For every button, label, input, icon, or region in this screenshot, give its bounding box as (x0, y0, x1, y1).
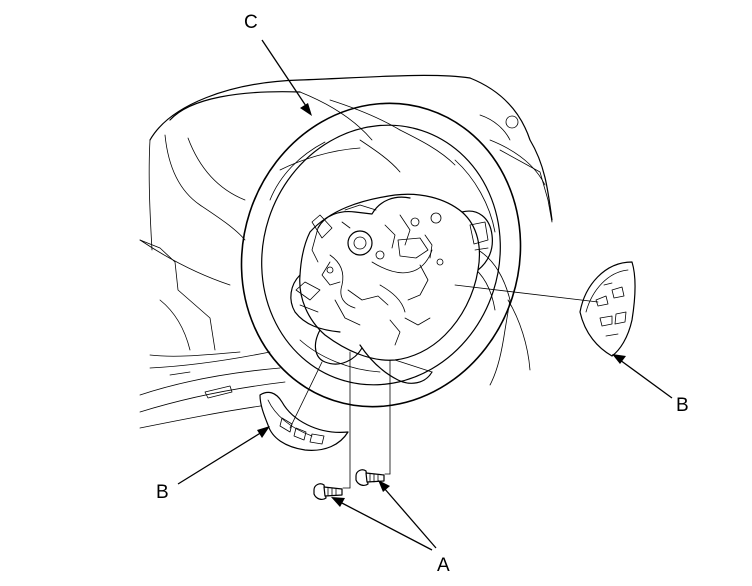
steering-wheel-hub (290, 193, 493, 384)
callout-b-right: B (676, 395, 689, 416)
left-trim-cover (259, 391, 349, 451)
dashboard-outline (139, 74, 553, 429)
callout-b-left: B (156, 482, 169, 503)
screw-right (355, 469, 385, 486)
steering-wheel-rim (240, 102, 522, 408)
callout-a: A (437, 555, 450, 576)
leader-lines (177, 39, 673, 551)
callout-c: C (244, 12, 258, 33)
screw-left (313, 483, 343, 500)
right-trim-cover (579, 261, 636, 357)
